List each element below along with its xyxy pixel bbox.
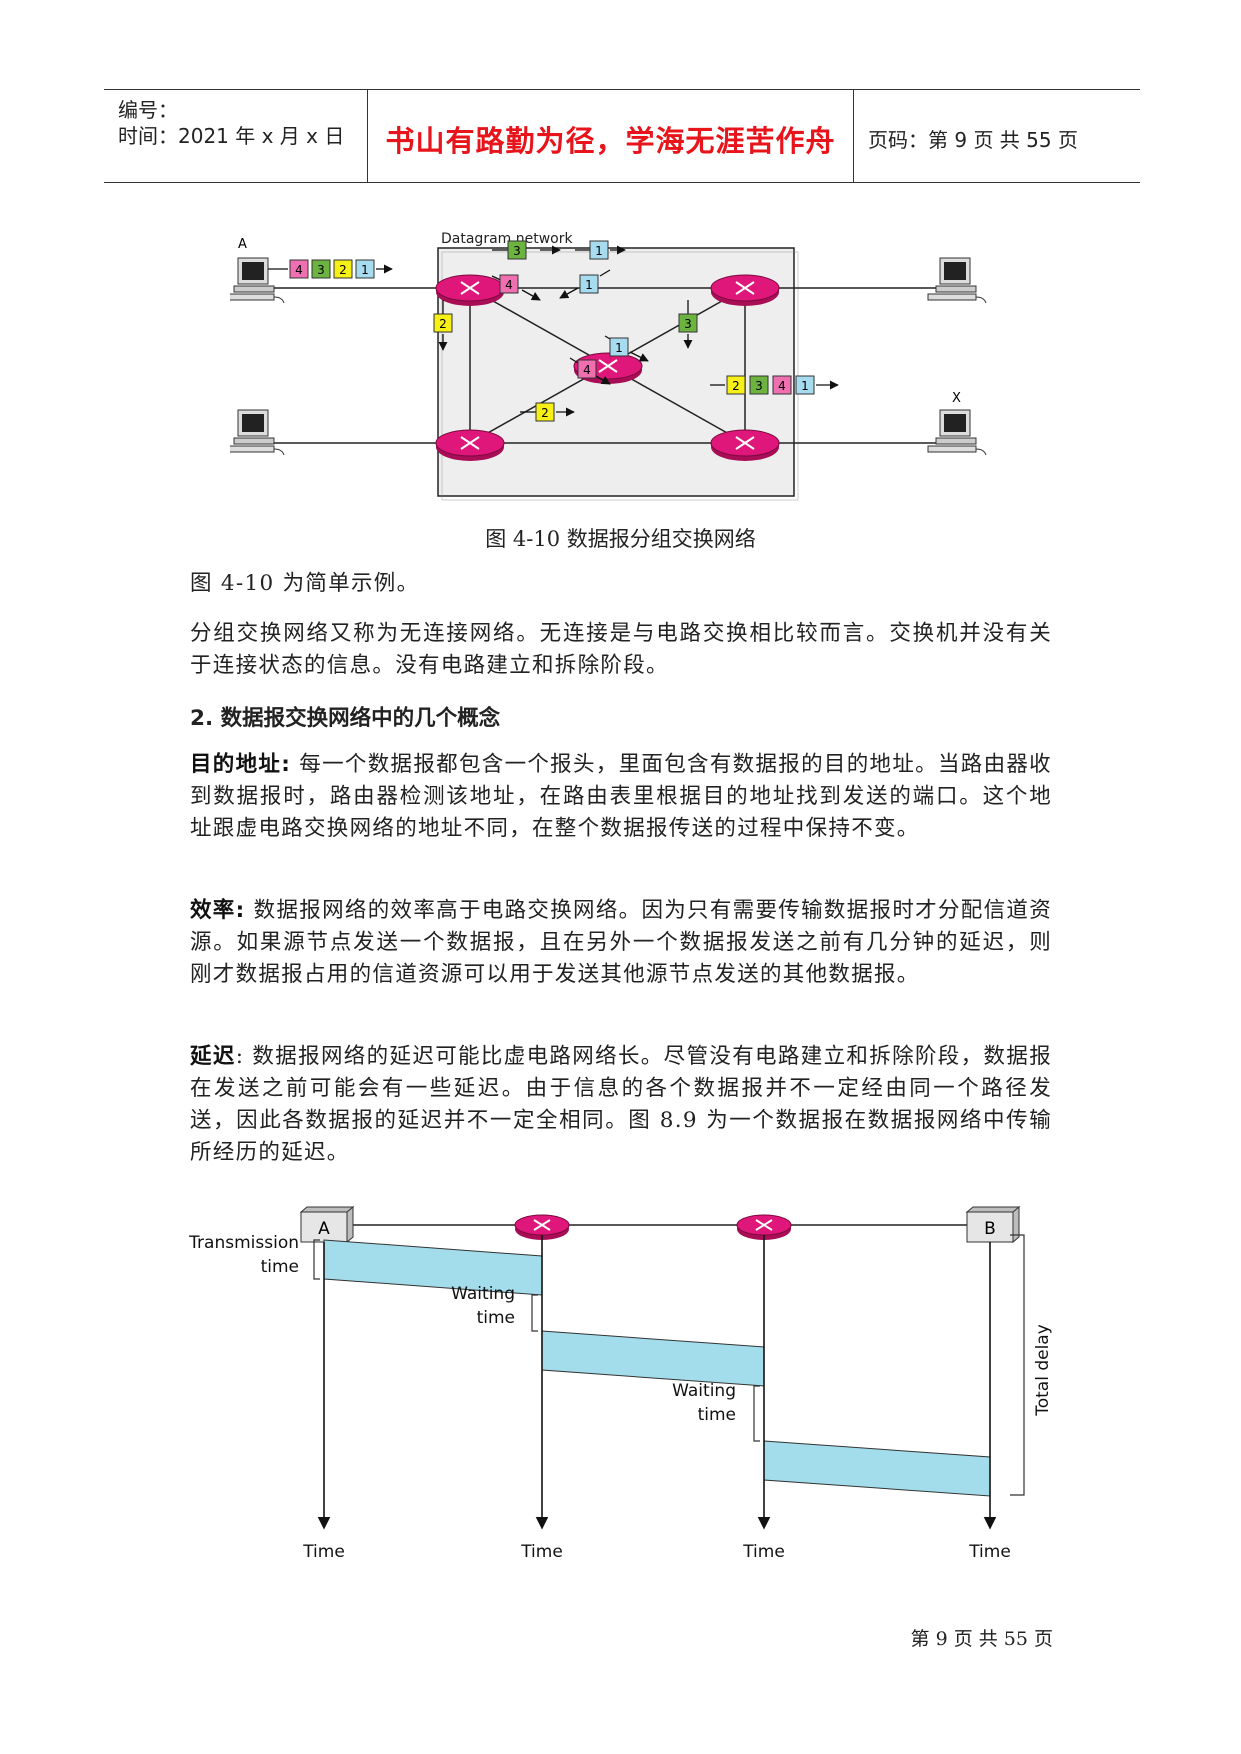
term: 效率: <box>190 898 246 923</box>
waiting-time-label: time <box>477 1308 515 1328</box>
packet-label: 3 <box>684 317 692 331</box>
paragraph-efficiency: 效率: 数据报网络的效率高于电路交换网络。因为只有需要传输数据报时才分配信道资源… <box>190 895 1052 991</box>
packet-label: 1 <box>361 263 369 277</box>
packet-label: 4 <box>295 263 303 277</box>
packet-label: 4 <box>778 379 786 393</box>
packet-label: 2 <box>439 317 447 331</box>
host-computer-icon <box>927 257 987 304</box>
waiting-label: Waiting <box>451 1284 515 1304</box>
network-title: Datagram network <box>441 231 573 247</box>
packet-label: 2 <box>732 379 740 393</box>
paragraph-text: 每一个数据报都包含一个报头，里面包含有数据报的目的地址。当路由器收到数据报时，路… <box>190 752 1052 841</box>
term: 目的地址: <box>190 752 292 777</box>
paragraph-text: 数据报网络的效率高于电路交换网络。因为只有需要传输数据报时才分配信道资源。如果源… <box>190 898 1053 987</box>
page-footer: 第 9 页 共 55 页 <box>910 1628 1053 1650</box>
paragraph: 图 4-10 为简单示例。 <box>190 571 420 596</box>
motto: 书山有路勤为径，学海无涯苦作舟 <box>385 124 836 158</box>
node-a-label: A <box>318 1219 330 1239</box>
packet-label: 1 <box>595 244 603 258</box>
router-bottom-right <box>710 429 780 462</box>
node-b: B <box>965 1205 1021 1244</box>
host-a-computer-icon <box>230 257 285 304</box>
figure-caption: 图 4-10 数据报分组交换网络 <box>485 527 756 551</box>
packet-label: 4 <box>505 278 513 292</box>
host-a-label: A <box>238 237 247 252</box>
packet-label: 1 <box>615 341 623 355</box>
paragraph-delay: 延迟: 数据报网络的延迟可能比虚电路网络长。尽管没有电路建立和拆除阶段，数据报在… <box>190 1041 1052 1169</box>
number-label: 编号： <box>118 98 178 122</box>
paragraph: 分组交换网络又称为无连接网络。无连接是与电路交换相比较而言。交换机并没有关于连接… <box>190 621 1052 678</box>
host-computer-icon <box>230 409 285 456</box>
host-x-label: X <box>952 391 961 406</box>
packet-label: 1 <box>801 379 809 393</box>
datagram-delay-figure: A B Transmission time Waiting time Waiti… <box>188 1205 1053 1562</box>
time-label: 时间：2021 年 x 月 x 日 <box>118 124 345 148</box>
node-a: A <box>299 1205 355 1244</box>
section-heading: 2. 数据报交换网络中的几个概念 <box>190 706 501 731</box>
packet-label: 3 <box>317 263 325 277</box>
router-bottom-left <box>435 429 505 462</box>
node-b-label: B <box>984 1219 996 1239</box>
packet-label: 4 <box>583 363 591 377</box>
transmission-label: Transmission <box>188 1233 299 1253</box>
packet-label: 3 <box>513 244 521 258</box>
total-delay-label: Total delay <box>1033 1324 1053 1417</box>
host-x-computer-icon <box>927 409 987 456</box>
packet-label: 3 <box>755 379 763 393</box>
time-axis-label: Time <box>302 1542 345 1562</box>
page-header: 编号： 时间：2021 年 x 月 x 日 书山有路勤为径，学海无涯苦作舟 页码… <box>104 89 1140 183</box>
packet-label: 2 <box>339 263 347 277</box>
transmission-time-label: time <box>261 1257 299 1277</box>
header-motto-cell: 书山有路勤为径，学海无涯苦作舟 <box>368 90 854 182</box>
waiting-time-label: time <box>698 1405 736 1425</box>
paragraph-text: : 数据报网络的延迟可能比虚电路网络长。尽管没有电路建立和拆除阶段，数据报在发送… <box>190 1044 1052 1165</box>
time-axis-label: Time <box>520 1542 563 1562</box>
waiting-label: Waiting <box>672 1381 736 1401</box>
term: 延迟 <box>190 1044 236 1069</box>
datagram-network-figure: Datagram network A X 4 3 2 1 <box>230 231 987 501</box>
router-top-left <box>435 274 505 307</box>
paragraph-destination-address: 目的地址: 每一个数据报都包含一个报头，里面包含有数据报的目的地址。当路由器收到… <box>190 749 1052 845</box>
router-top-right <box>710 274 780 307</box>
page-label: 页码：第 9 页 共 55 页 <box>868 128 1078 152</box>
header-meta-cell: 编号： 时间：2021 年 x 月 x 日 <box>104 90 368 182</box>
header-page-cell: 页码：第 9 页 共 55 页 <box>854 90 1140 182</box>
packet-label: 2 <box>541 406 549 420</box>
time-axis-label: Time <box>742 1542 785 1562</box>
packet-label: 1 <box>585 278 593 292</box>
time-axis-label: Time <box>968 1542 1011 1562</box>
